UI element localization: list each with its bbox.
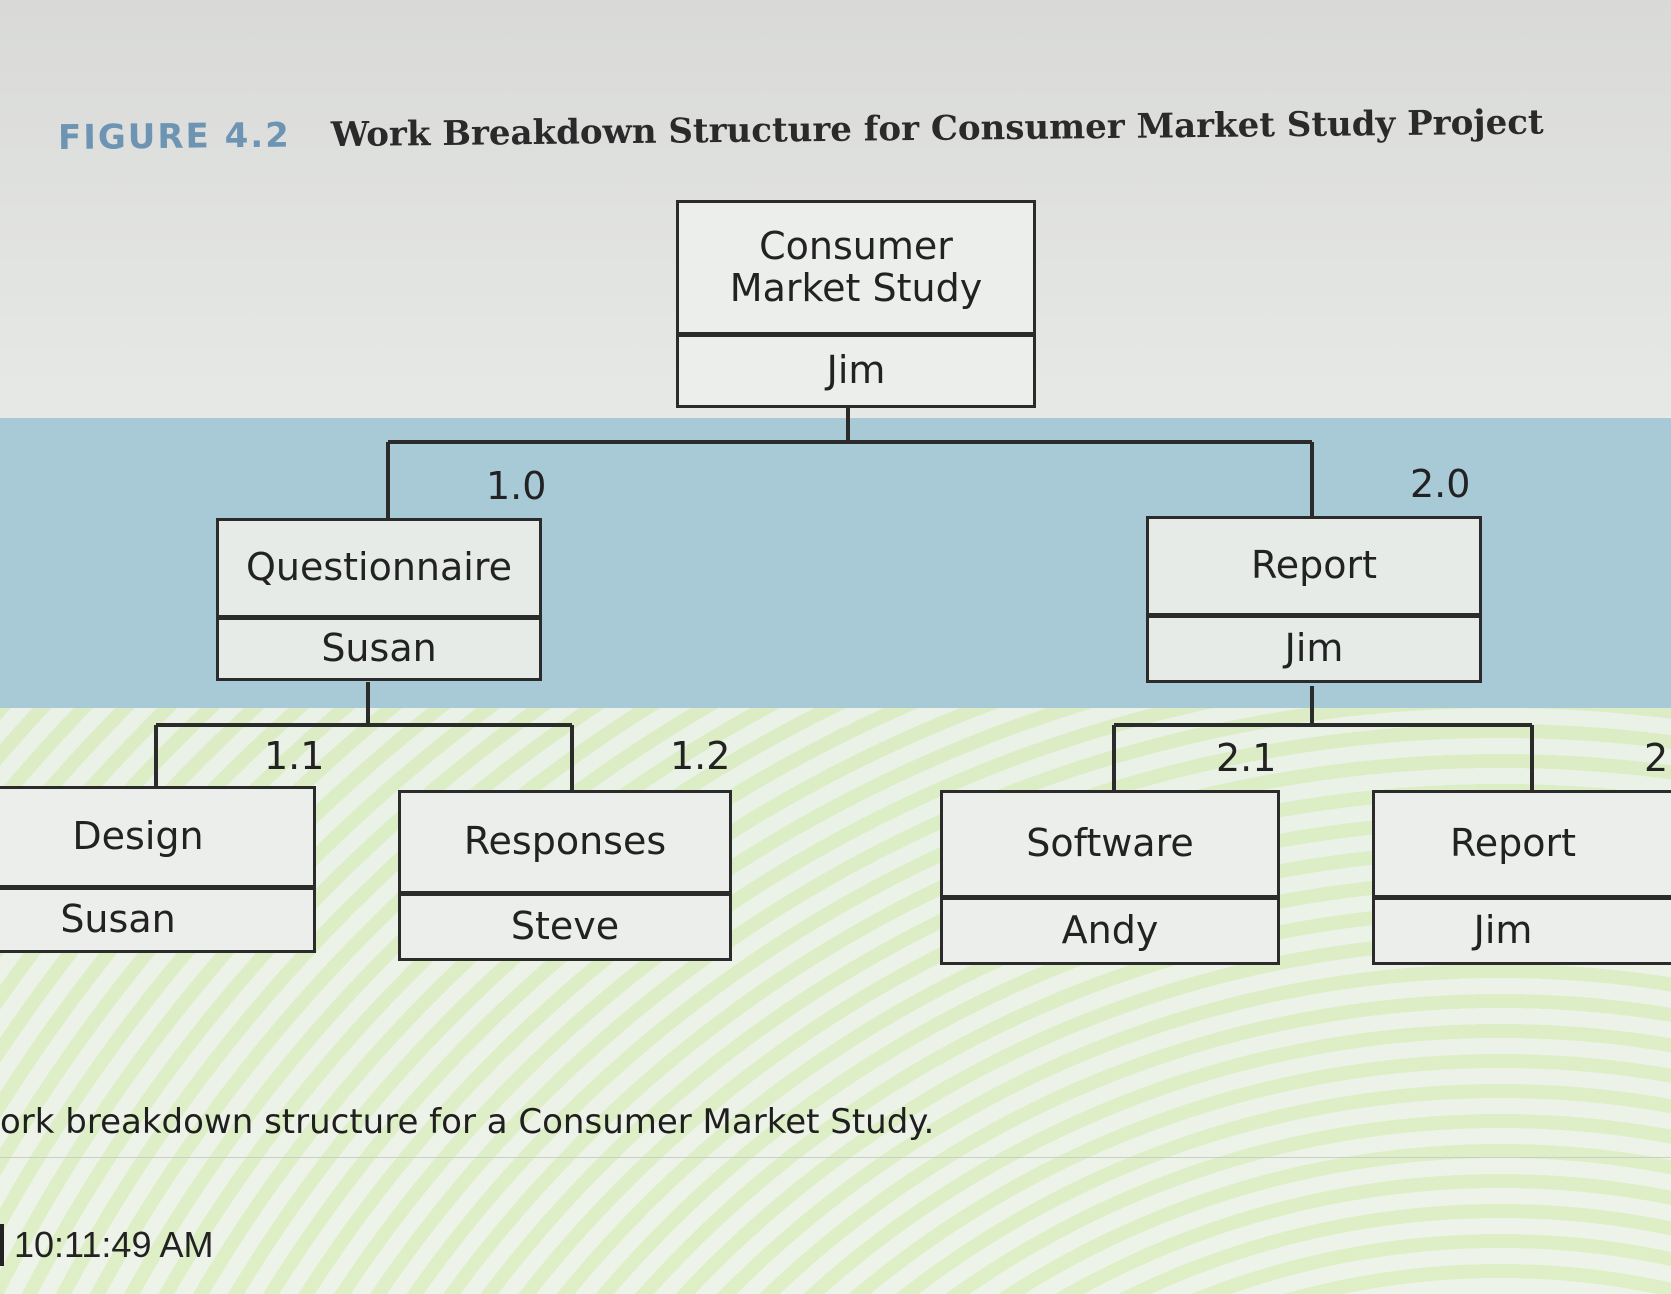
figure-caption: ork breakdown structure for a Consumer M… bbox=[0, 1102, 935, 1142]
wbs-node-questionnaire: Questionnaire Susan bbox=[216, 518, 542, 681]
wbs-node-software-owner: Andy bbox=[940, 895, 1280, 965]
wbs-node-report-name: Report bbox=[1146, 516, 1482, 616]
wbs-node-software-name: Software bbox=[940, 790, 1280, 898]
wbs-code-1-0: 1.0 bbox=[486, 464, 547, 508]
wbs-node-report-owner: Jim bbox=[1146, 613, 1482, 683]
wbs-node-report-sub: Report Jim bbox=[1372, 790, 1671, 965]
divider bbox=[0, 1157, 1671, 1158]
wbs-node-report: Report Jim bbox=[1146, 516, 1482, 683]
wbs-node-questionnaire-name: Questionnaire bbox=[216, 518, 542, 618]
wbs-code-1-1: 1.1 bbox=[264, 734, 325, 778]
wbs-node-report-sub-owner: Jim bbox=[1372, 895, 1671, 965]
wbs-code-2-2: 2 bbox=[1644, 736, 1669, 780]
wbs-root-name: Consumer Market Study bbox=[676, 200, 1036, 335]
wbs-node-responses-name: Responses bbox=[398, 790, 732, 894]
wbs-root-node: Consumer Market Study Jim bbox=[676, 200, 1036, 408]
wbs-code-2-0: 2.0 bbox=[1410, 462, 1471, 506]
wbs-code-1-2: 1.2 bbox=[670, 734, 731, 778]
wbs-node-responses: Responses Steve bbox=[398, 790, 732, 961]
wbs-node-responses-owner: Steve bbox=[398, 891, 732, 961]
wbs-code-2-1: 2.1 bbox=[1216, 736, 1277, 780]
wbs-node-design-name: Design bbox=[0, 786, 316, 888]
wbs-node-questionnaire-owner: Susan bbox=[216, 615, 542, 681]
timestamp: 10:11:49 AM bbox=[0, 1224, 213, 1266]
wbs-node-software: Software Andy bbox=[940, 790, 1280, 965]
wbs-node-design: Design Susan bbox=[0, 786, 316, 953]
wbs-node-design-owner: Susan bbox=[0, 885, 316, 953]
wbs-root-owner: Jim bbox=[676, 332, 1036, 408]
wbs-node-report-sub-name: Report bbox=[1372, 790, 1671, 898]
